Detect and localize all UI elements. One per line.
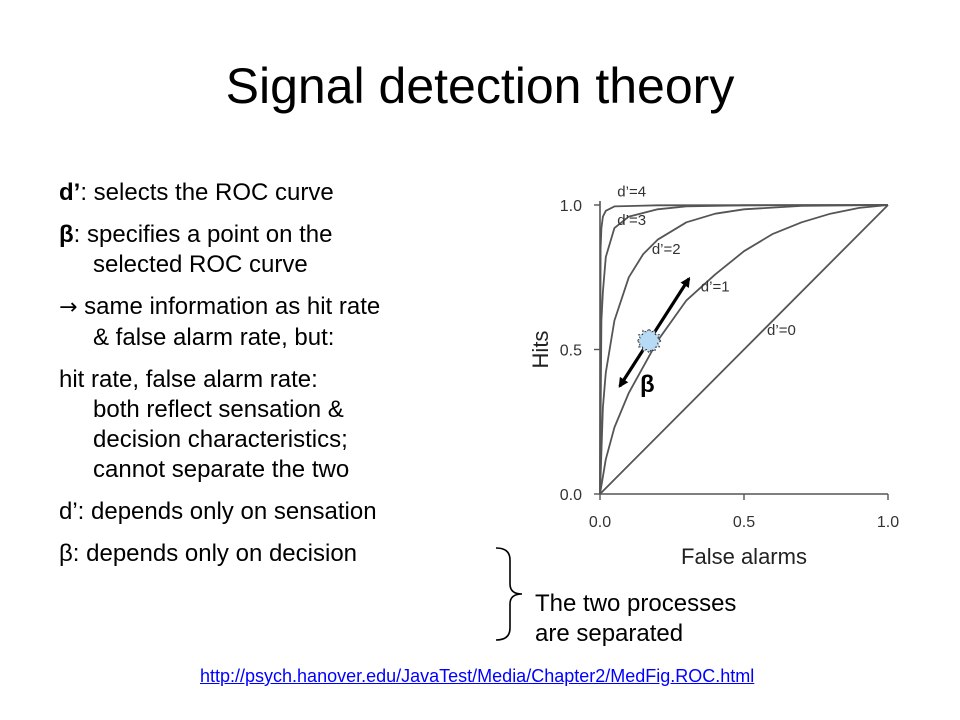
bullet-continuation: both reflect sensation & [93, 396, 344, 423]
bullet-text: β: depends only on decision [59, 540, 358, 567]
bullet-d-prime: d’: selects the ROC curve [59, 178, 499, 208]
right-brace-icon [495, 547, 523, 641]
series-label: d’=0 [767, 322, 796, 339]
bullet-beta-decision: β: depends only on decision [59, 539, 499, 569]
bullet-continuation: selected ROC curve [93, 251, 308, 278]
bullet-continuation: & false alarm rate, but: [93, 324, 335, 351]
bullet-d-prime-sensation: d’: depends only on sensation [59, 497, 499, 527]
beta-annotation-label: β [640, 371, 655, 398]
roc-curve-series [599, 204, 889, 495]
bullet-key: d’ [59, 179, 81, 206]
x-tick-label: 0.0 [589, 514, 611, 531]
bullet-text: d’: depends only on sensation [59, 498, 377, 525]
bullet-hit-rate: hit rate, false alarm rate: both reflect… [59, 365, 499, 485]
series-label: d’=4 [617, 183, 646, 200]
x-axis-label: False alarms [681, 544, 807, 569]
y-axis-label: Hits [528, 331, 553, 369]
bullet-text: hit rate, false alarm rate: [59, 366, 318, 393]
bullet-text: : specifies a point on the [73, 221, 333, 248]
x-tick-label: 1.0 [877, 514, 899, 531]
roc-curve-series [599, 204, 889, 495]
separated-note-line: The two processes [535, 590, 737, 617]
bullet-beta: β: specifies a point on the selected ROC… [59, 220, 499, 280]
series-label: d’=3 [617, 212, 646, 229]
y-tick-label: 0.0 [560, 487, 582, 504]
roc-curve-series [599, 204, 889, 495]
separated-note-line: are separated [535, 620, 684, 647]
separated-note: The two processes are separated [535, 589, 835, 649]
slide-title: Signal detection theory [225, 58, 735, 114]
bullet-key: β [59, 221, 74, 248]
bullet-list: d’: selects the ROC curve β: specifies a… [59, 178, 499, 581]
y-tick-label: 0.5 [560, 343, 582, 360]
beta-point-marker [636, 327, 662, 354]
x-tick-label: 0.5 [733, 514, 755, 531]
bullet-same-information: → same information as hit rate & false a… [59, 292, 499, 353]
series-label: d’=1 [701, 279, 730, 296]
source-link[interactable]: http://psych.hanover.edu/JavaTest/Media/… [200, 666, 755, 686]
right-arrow-icon: → [59, 295, 78, 320]
bullet-text: same information as hit rate [77, 293, 381, 320]
bullet-text: : selects the ROC curve [80, 179, 334, 206]
series-label: d’=2 [652, 241, 681, 258]
y-tick-label: 1.0 [560, 198, 582, 215]
bullet-continuation: decision characteristics; [93, 426, 348, 453]
bullet-continuation: cannot separate the two [93, 456, 350, 483]
roc-curve-series [599, 204, 889, 495]
